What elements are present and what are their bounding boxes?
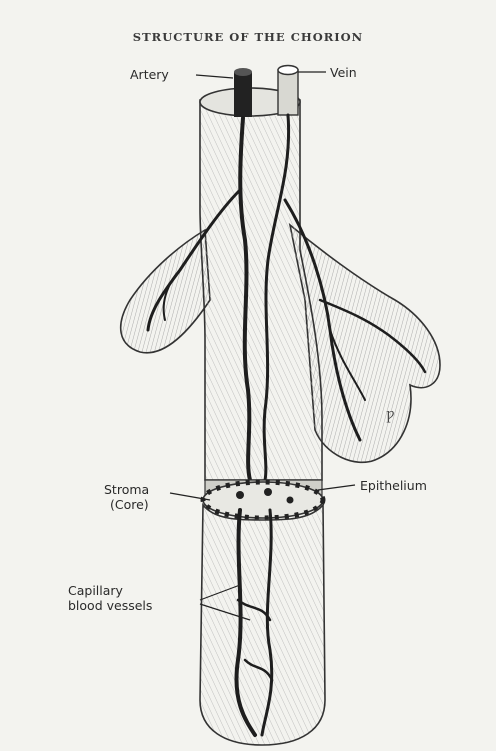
vein-vessel: [278, 70, 298, 115]
central-villus-trunk: [200, 100, 322, 480]
label-vein: Vein: [330, 65, 357, 80]
label-epithelium: Epithelium: [360, 478, 427, 493]
artery-vessel: [234, 72, 252, 117]
label-artery: Artery: [130, 67, 169, 82]
lower-villus: [200, 505, 325, 745]
label-capillary-line2: blood vessels: [68, 598, 152, 613]
middle-cross-section: [203, 480, 323, 518]
label-core: (Core): [110, 497, 149, 512]
label-stroma: Stroma: [104, 482, 149, 497]
artist-mark: Ƿ: [386, 409, 394, 423]
label-capillary-line1: Capillary: [68, 583, 123, 598]
